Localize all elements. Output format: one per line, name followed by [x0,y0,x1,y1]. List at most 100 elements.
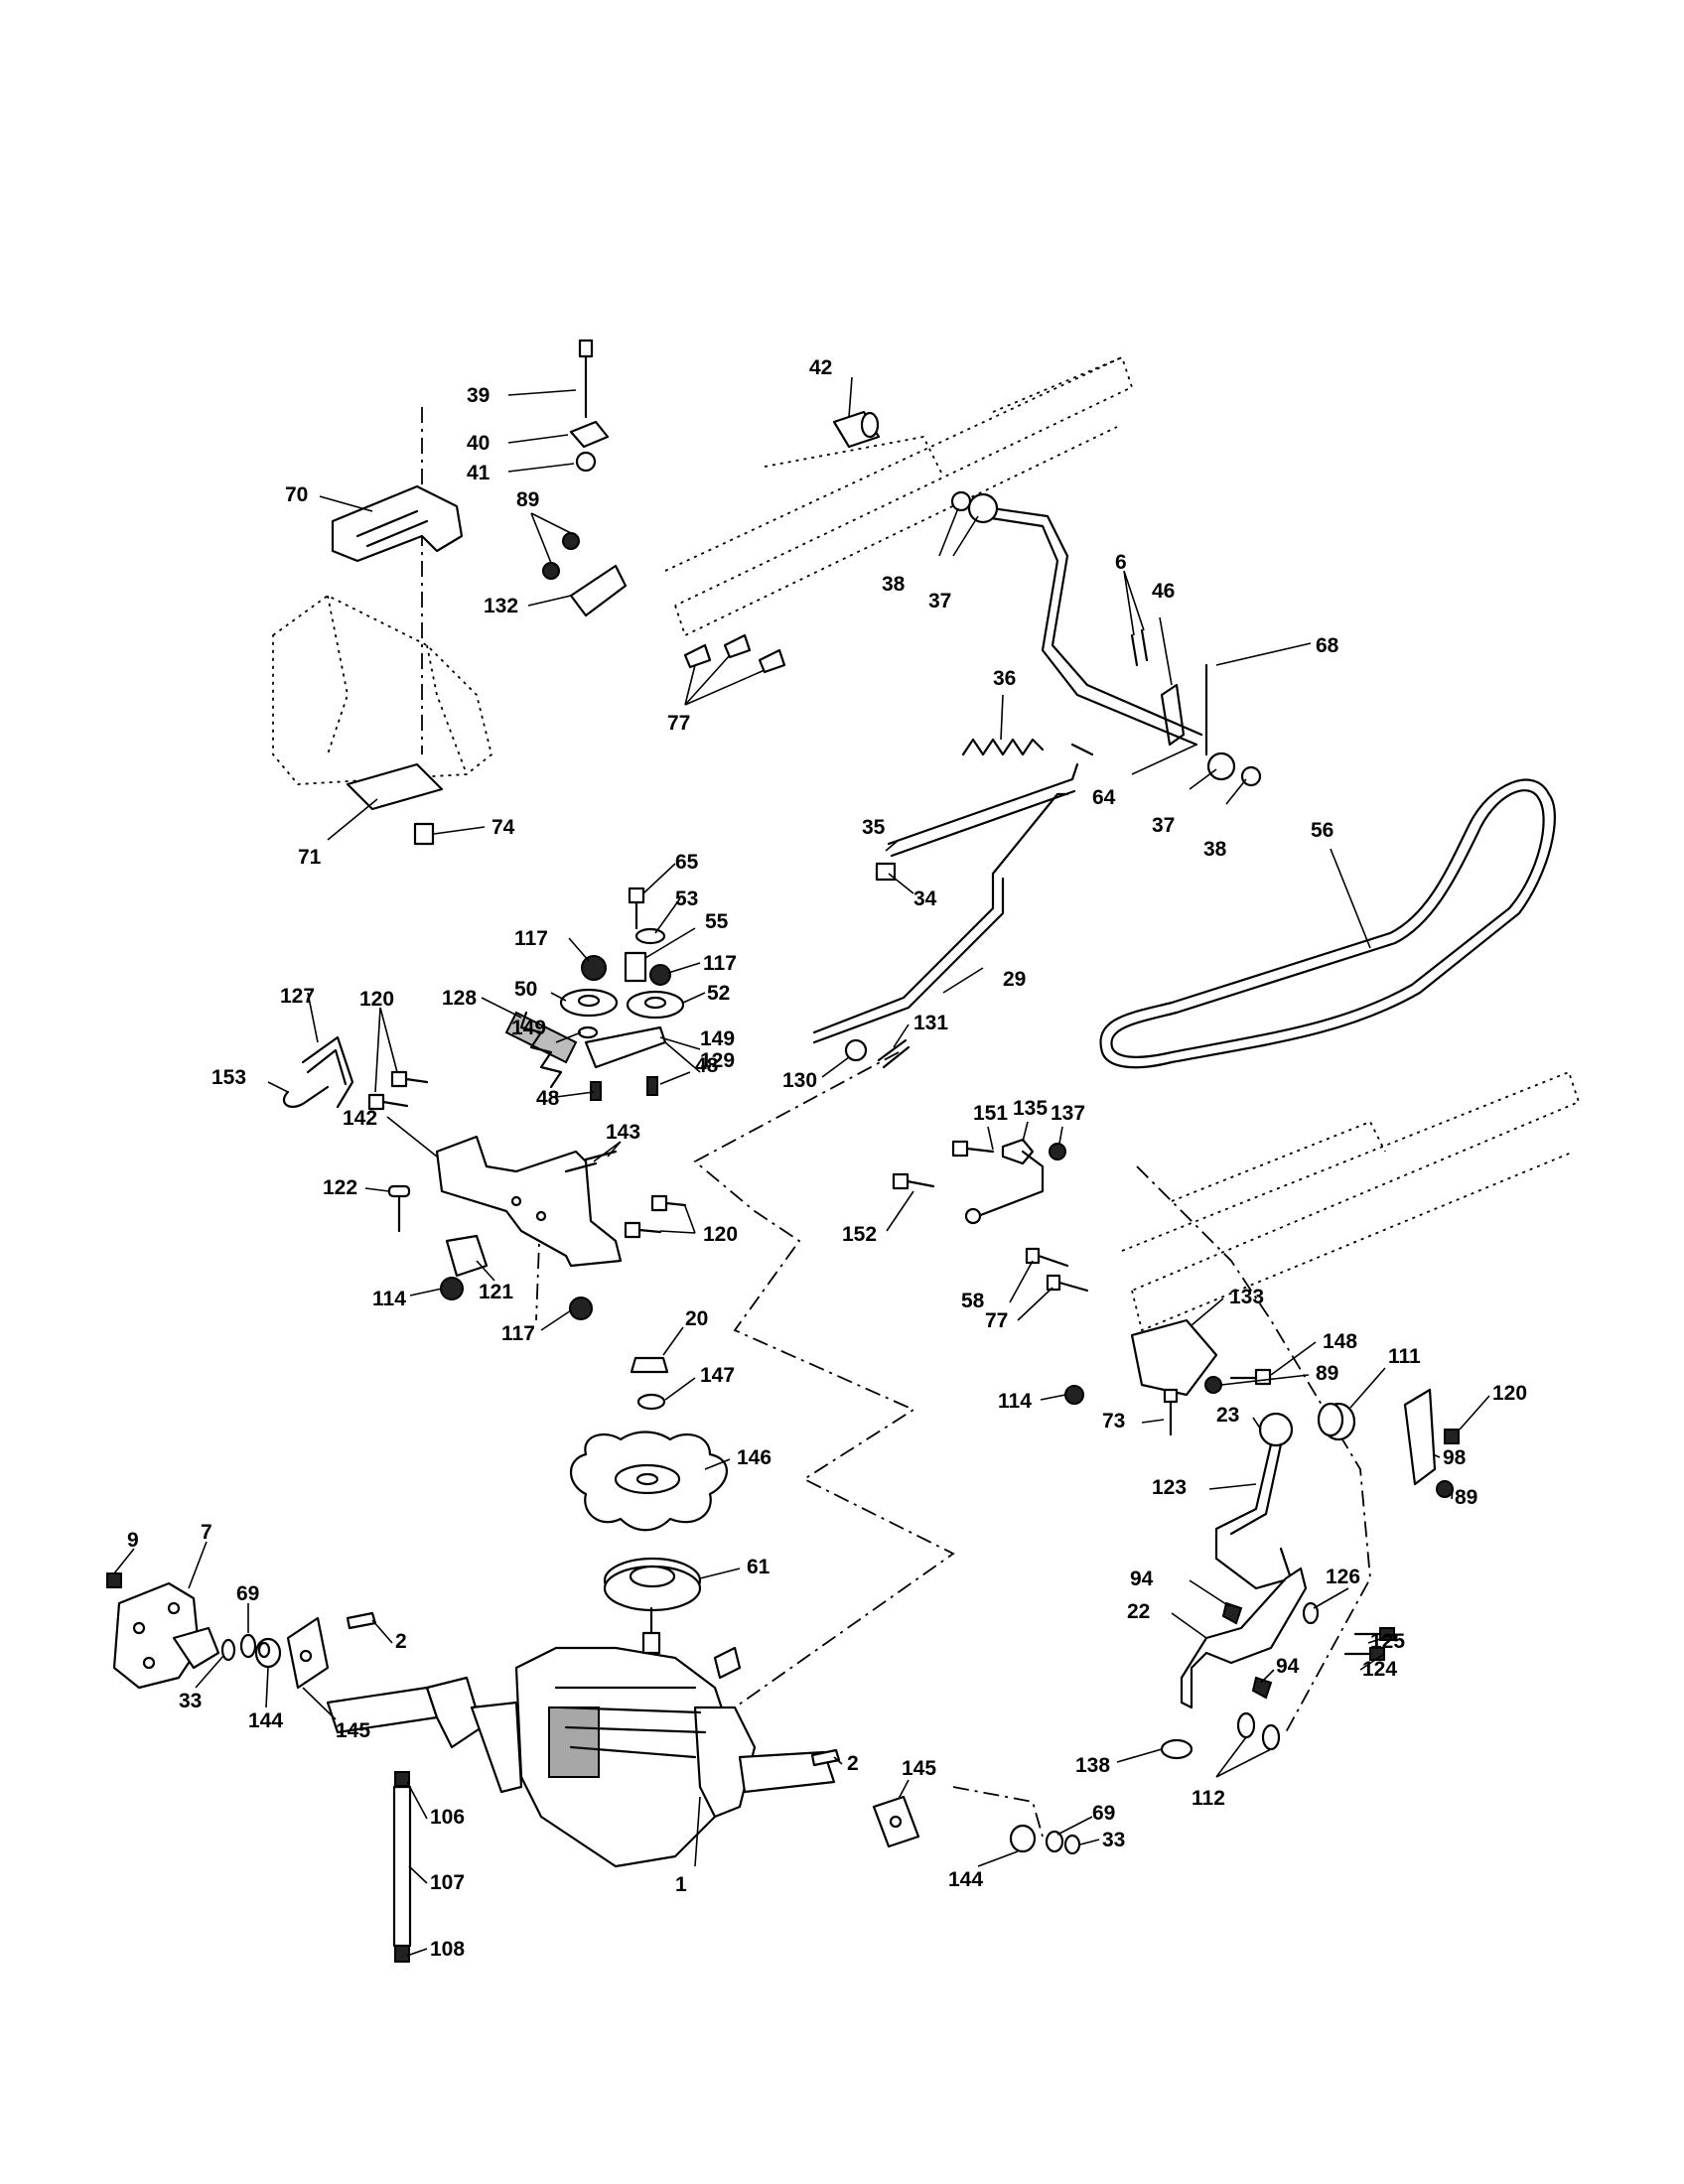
bolt-120-right [1444,1429,1460,1444]
lower-frame-rail [1121,1070,1581,1332]
nut-114-right [1064,1385,1084,1405]
callout-137: 137 [1051,1102,1085,1125]
callout-108: 108 [430,1938,465,1961]
callout-56: 56 [1311,819,1333,842]
callout-147: 147 [700,1364,735,1387]
screws-94 [1221,1601,1273,1700]
callout-70: 70 [285,483,308,506]
callout-55: 55 [705,910,729,933]
callout-121: 121 [479,1281,513,1303]
nut-20 [630,1356,669,1374]
upper-frame-rail [664,355,1134,637]
callout-114b: 114 [998,1390,1032,1413]
callout-89: 89 [516,488,539,511]
spacer-55 [624,951,647,983]
washer-33-left [220,1638,236,1662]
callout-53: 53 [675,887,698,910]
foot-platform-body [272,594,493,785]
bolt-39 [578,339,594,419]
callout-77b: 77 [985,1309,1008,1332]
bracket-133 [1130,1318,1218,1397]
transaxle-1 [326,1606,836,1868]
callout-124: 124 [1362,1658,1397,1681]
callout-128: 128 [442,987,477,1010]
callout-46: 46 [1152,580,1175,603]
rod-127 [301,1035,354,1109]
spring-128 [504,1011,578,1089]
assembly-guide-lines [421,407,1371,1838]
bolt-9 [106,1572,122,1588]
callout-117b: 117 [703,952,737,975]
callout-37: 37 [928,590,951,613]
callout-69a: 69 [236,1582,259,1605]
bushing-144-left [254,1637,282,1669]
callout-41: 41 [467,462,491,484]
bolt-58 [1025,1247,1069,1268]
bushing-42 [832,410,881,449]
callout-77: 77 [667,712,690,735]
callout-145a: 145 [336,1719,370,1742]
washers-112 [1236,1711,1281,1751]
nut-89-far [1436,1480,1454,1498]
callout-39: 39 [467,384,490,407]
nut-137 [1049,1143,1066,1160]
callout-126: 126 [1326,1566,1360,1588]
callout-125: 125 [1370,1630,1405,1653]
clip-153 [282,1085,330,1108]
callout-38: 38 [882,573,906,596]
callout-73: 73 [1102,1410,1125,1433]
callout-135: 135 [1013,1097,1048,1120]
bolt-77-lower [1046,1274,1089,1293]
leader-lines [113,376,1490,1957]
bolt-65 [628,887,645,930]
washer-147 [636,1393,666,1411]
plate-98 [1403,1388,1437,1486]
bracket-145-left [286,1616,330,1690]
callout-123: 123 [1152,1476,1187,1499]
bolts-48 [590,1076,658,1101]
callout-7: 7 [201,1521,212,1544]
callout-71: 71 [298,846,322,869]
callout-36: 36 [993,667,1016,690]
callout-144a: 144 [248,1709,283,1732]
callout-106: 106 [430,1806,465,1829]
callout-64: 64 [1092,786,1116,809]
callout-labels: 39 40 41 70 89 132 77 42 38 37 6 46 68 3… [127,356,1527,1961]
callout-111: 111 [1388,1345,1421,1368]
callout-149a: 149 [511,1017,546,1039]
bracket-121 [445,1234,489,1278]
callout-132: 132 [484,595,518,617]
pin-131 [877,1038,911,1069]
pedal-shaft-64 [950,490,1262,787]
rod-35 [887,762,1079,858]
callout-89b: 89 [1316,1362,1338,1385]
hub-7 [112,1581,220,1690]
callout-107: 107 [430,1871,465,1894]
idler-arm-129 [584,1025,667,1069]
rod-107 [392,1785,412,1948]
washer-138 [1160,1738,1193,1760]
knob-23 [1258,1412,1294,1447]
callout-138: 138 [1075,1754,1110,1777]
callout-117a: 117 [514,927,548,950]
nut-41 [575,451,597,473]
callout-122: 122 [323,1176,357,1199]
callout-29: 29 [1003,968,1026,991]
callout-52: 52 [707,982,730,1005]
plate-71 [346,762,444,811]
bolt-152 [892,1172,935,1190]
lever-123 [1214,1442,1293,1590]
callout-114a: 114 [372,1288,406,1310]
callout-120a: 120 [359,988,394,1011]
callout-120b: 120 [703,1223,738,1246]
callout-48a: 48 [695,1054,719,1077]
nut-114-left [440,1277,464,1300]
washer-130 [844,1038,868,1062]
washer-69-left [239,1633,257,1659]
bolt-73 [1163,1388,1179,1436]
bolts-77-top [683,633,786,674]
callout-74: 74 [491,816,515,839]
callout-33b: 33 [1102,1829,1125,1851]
callout-48b: 48 [536,1087,560,1110]
